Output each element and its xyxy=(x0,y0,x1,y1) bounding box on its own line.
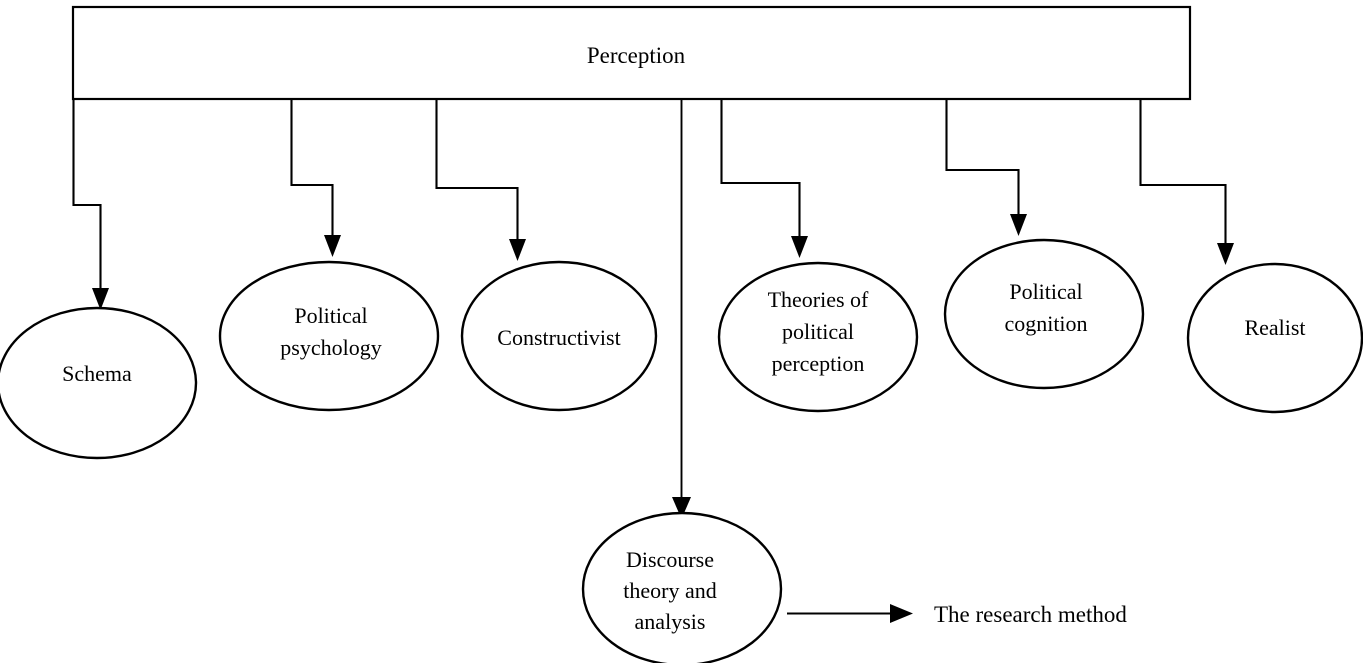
realist-ellipse[interactable] xyxy=(1186,262,1363,414)
constructivist-ellipse[interactable] xyxy=(460,260,658,412)
connector-to-realist xyxy=(1139,99,1234,265)
node-political-psychology[interactable]: Political psychology xyxy=(218,260,440,412)
node-constructivist[interactable]: Constructivist xyxy=(460,260,658,412)
constructivist-label-line-1: Constructivist xyxy=(497,325,620,350)
political-psychology-label-line-1: Political xyxy=(294,303,367,328)
arrow-head-schema xyxy=(92,288,109,310)
research-method-label: The research method xyxy=(934,602,1127,627)
discourse-label-line-3: analysis xyxy=(635,609,706,634)
node-theories-of-political-perception[interactable]: Theories of political perception xyxy=(717,261,919,413)
connector-to-theories-of-political-perception xyxy=(720,99,808,258)
political-psychology-label-line-2: psychology xyxy=(280,335,381,360)
node-discourse-theory-and-analysis[interactable]: Discourse theory and analysis xyxy=(581,511,783,663)
arrow-head-discourse xyxy=(672,497,691,519)
perception-box[interactable] xyxy=(71,5,1192,101)
discourse-ellipse[interactable] xyxy=(581,511,783,663)
discourse-label-line-1: Discourse xyxy=(626,547,714,572)
arrow-head-research-method xyxy=(890,604,913,623)
arrow-head-realist xyxy=(1217,243,1234,265)
schema-label-line-1: Schema xyxy=(62,361,132,386)
arrow-head-political-cognition xyxy=(1010,214,1027,236)
arrow-head-theories xyxy=(791,236,808,258)
connector-to-discourse-theory-and-analysis xyxy=(672,99,691,519)
connector-path-schema xyxy=(72,99,102,296)
node-political-cognition[interactable]: Political cognition xyxy=(943,238,1145,390)
connector-path-theories xyxy=(720,99,801,244)
node-perception[interactable]: Perception xyxy=(71,5,1192,101)
node-schema[interactable]: Schema xyxy=(0,306,198,460)
connector-to-research-method xyxy=(787,604,913,623)
theories-label-line-3: perception xyxy=(772,351,865,376)
connector-path-political-psychology xyxy=(290,99,334,243)
political-cognition-ellipse[interactable] xyxy=(943,238,1145,390)
realist-label-line-1: Realist xyxy=(1244,315,1305,340)
arrow-head-constructivist xyxy=(509,239,526,261)
connector-to-constructivist xyxy=(435,99,526,261)
schema-ellipse[interactable] xyxy=(0,306,198,460)
political-cognition-label-line-2: cognition xyxy=(1004,311,1087,336)
connector-path-political-cognition xyxy=(945,99,1020,222)
node-realist[interactable]: Realist xyxy=(1186,262,1363,414)
perception-label: Perception xyxy=(587,43,686,68)
theories-label-line-1: Theories of xyxy=(768,287,869,312)
theories-label-line-2: political xyxy=(782,319,854,344)
political-cognition-label-line-1: Political xyxy=(1009,279,1082,304)
discourse-label-line-2: theory and xyxy=(623,578,716,603)
arrow-head-political-psychology xyxy=(324,235,341,257)
political-psychology-ellipse[interactable] xyxy=(218,260,440,412)
connector-path-constructivist xyxy=(435,99,519,247)
connector-to-political-psychology xyxy=(290,99,341,257)
connector-to-political-cognition xyxy=(945,99,1027,236)
theories-ellipse[interactable] xyxy=(717,261,919,413)
connector-path-realist xyxy=(1139,99,1227,251)
connector-to-schema xyxy=(72,99,109,310)
